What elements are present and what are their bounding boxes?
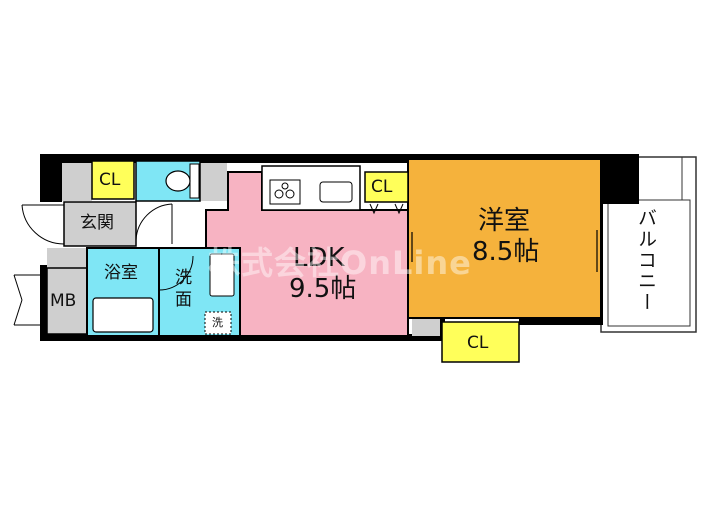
- room-western: [407, 158, 602, 319]
- washbasin-icon: [209, 253, 235, 297]
- closet-western: [441, 321, 520, 363]
- meter-box-label: MB: [50, 291, 77, 311]
- washroom-label-2: 面: [175, 290, 192, 310]
- kitchen-counter: [261, 165, 361, 211]
- stove-burner-icon: [285, 189, 295, 199]
- toilet-icon: [165, 170, 191, 192]
- bath-label: 浴室: [104, 263, 138, 283]
- closet-label: CL: [371, 177, 393, 197]
- western-name: 洋室: [478, 206, 531, 236]
- wash-door-swing: [158, 255, 194, 291]
- closet-top-left: [91, 160, 135, 200]
- sink-icon: [319, 181, 353, 203]
- ldk-size: 9.5帖: [289, 274, 357, 304]
- balcony: [600, 156, 697, 333]
- washer-label: 洗: [212, 316, 223, 329]
- meter-box-doors: [13, 274, 40, 326]
- toilet-room: [135, 160, 201, 202]
- bathtub-icon: [92, 297, 154, 333]
- washer-space: [204, 311, 232, 335]
- gray-fill: [47, 163, 440, 336]
- meter-box: [46, 267, 88, 335]
- washroom-label-1: 洗: [175, 268, 192, 288]
- closet-label: CL: [467, 333, 489, 353]
- entrance-label: 玄関: [80, 213, 114, 233]
- balcony-label: バルコニー: [635, 208, 657, 313]
- watermark: 株式会社OnLine: [208, 244, 472, 282]
- ldk-name: LDK: [293, 243, 345, 273]
- hall-door-swing: [135, 203, 173, 244]
- entrance-door-swing: [21, 202, 65, 245]
- closet-kitchen: [364, 171, 409, 203]
- stove-burner-icon: [274, 189, 284, 199]
- stove-burner-icon: [281, 182, 289, 190]
- closet-label: CL: [99, 170, 121, 190]
- closet-door-marks: [369, 203, 404, 215]
- western-size: 8.5帖: [472, 237, 540, 267]
- window-marks: [407, 230, 602, 272]
